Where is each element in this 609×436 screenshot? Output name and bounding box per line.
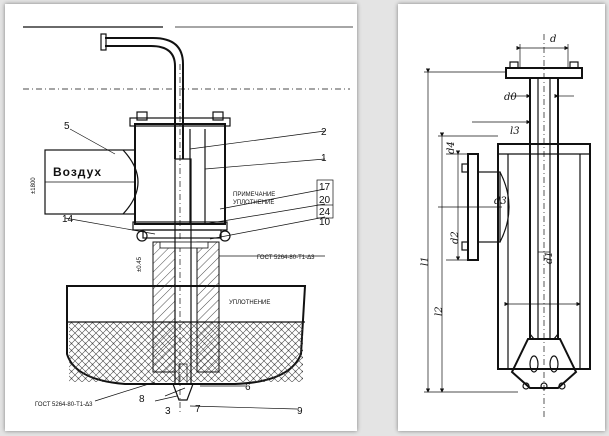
- burner-assembly-drawing: Воздух ПРИМЕЧАНИЕ УПЛОТНЕНИЕ УПЛОТНЕНИЕ …: [23, 26, 353, 417]
- dim-d0: d0: [504, 92, 517, 103]
- svg-text:±1800: ±1800: [31, 177, 37, 194]
- part-2: 2: [321, 127, 327, 138]
- part-6: 6: [245, 382, 251, 393]
- burner-dimension-drawing: d d0 d4 d3 d2 d1 l3 l1 l2: [420, 34, 591, 419]
- part-8: 8: [139, 394, 145, 405]
- dim-d4: d4: [446, 141, 457, 154]
- part-24: 24: [319, 207, 331, 218]
- right-drawing-panel: d d0 d4 d3 d2 d1 l3 l1 l2: [398, 4, 605, 431]
- dim-d: d: [550, 34, 556, 45]
- dim-d1: d1: [544, 251, 555, 264]
- part-10: 10: [319, 217, 331, 228]
- part-7: 7: [195, 404, 201, 415]
- svg-text:УПЛОТНЕНИЕ: УПЛОТНЕНИЕ: [233, 200, 274, 206]
- dim-l2: l2: [434, 306, 445, 316]
- dim-l1: l1: [420, 256, 431, 266]
- part-5: 5: [64, 121, 70, 132]
- air-inlet-label: Воздух: [53, 165, 102, 179]
- gost-note-top: ГОСТ 5264-80-Т1-Δ3: [257, 255, 315, 261]
- dim-d3: d3: [494, 196, 507, 207]
- gost-note-bottom: ГОСТ 5264-80-Т1-Δ3: [35, 402, 93, 408]
- part-9: 9: [297, 406, 303, 417]
- dim-l3: l3: [510, 126, 520, 137]
- dim-d2: d2: [450, 231, 461, 244]
- svg-text:УПЛОТНЕНИЕ: УПЛОТНЕНИЕ: [229, 300, 270, 306]
- part-14: 14: [62, 214, 74, 225]
- part-1: 1: [321, 153, 327, 164]
- left-drawing-panel: Воздух ПРИМЕЧАНИЕ УПЛОТНЕНИЕ УПЛОТНЕНИЕ …: [5, 4, 357, 431]
- svg-text:±0.45: ±0.45: [137, 256, 143, 272]
- part-17: 17: [319, 182, 331, 193]
- svg-text:ПРИМЕЧАНИЕ: ПРИМЕЧАНИЕ: [233, 192, 275, 198]
- part-20: 20: [319, 195, 331, 206]
- part-3: 3: [165, 406, 171, 417]
